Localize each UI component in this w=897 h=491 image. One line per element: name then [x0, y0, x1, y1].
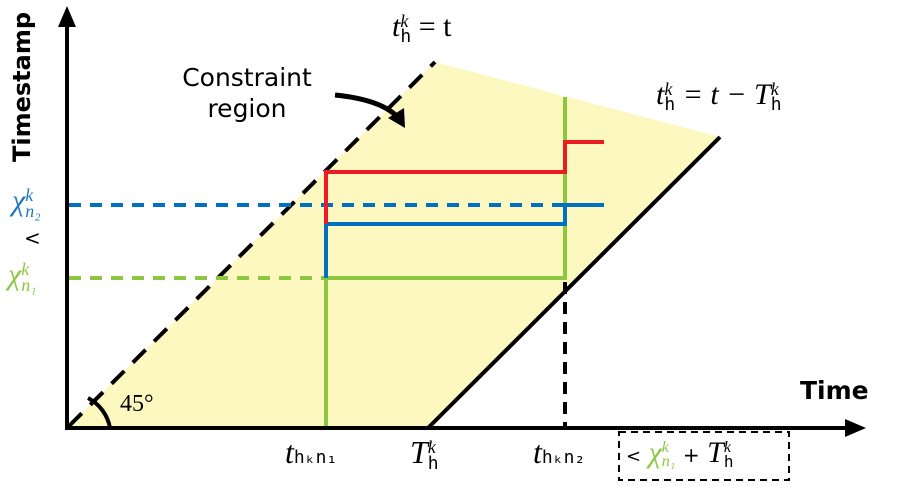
constraint-region — [67, 62, 720, 428]
t-n1-label: thₖn₁ — [285, 434, 338, 470]
upper-boundary-dashed-line — [67, 60, 437, 428]
curved-arrow-head-icon — [388, 108, 405, 128]
t-n2-label: thₖn₂ — [533, 434, 586, 470]
less-than-label: < — [24, 226, 41, 250]
x-axis-arrow-icon — [845, 419, 866, 437]
constraint-region-line2: region — [207, 94, 287, 124]
lower-boundary-line — [426, 135, 722, 430]
y-axis-label: Timestamp — [8, 11, 36, 162]
y-axis-arrow-icon — [58, 6, 76, 27]
constraint-region-label: Constraint region — [176, 62, 318, 125]
angle-label: 45° — [120, 391, 154, 417]
x-axis-label: Time — [800, 376, 869, 405]
blue-series — [324, 203, 604, 278]
red-series — [324, 140, 604, 224]
bound-box — [618, 431, 790, 481]
constraint-region-line1: Constraint — [182, 63, 312, 92]
angle-arc — [87, 396, 112, 429]
